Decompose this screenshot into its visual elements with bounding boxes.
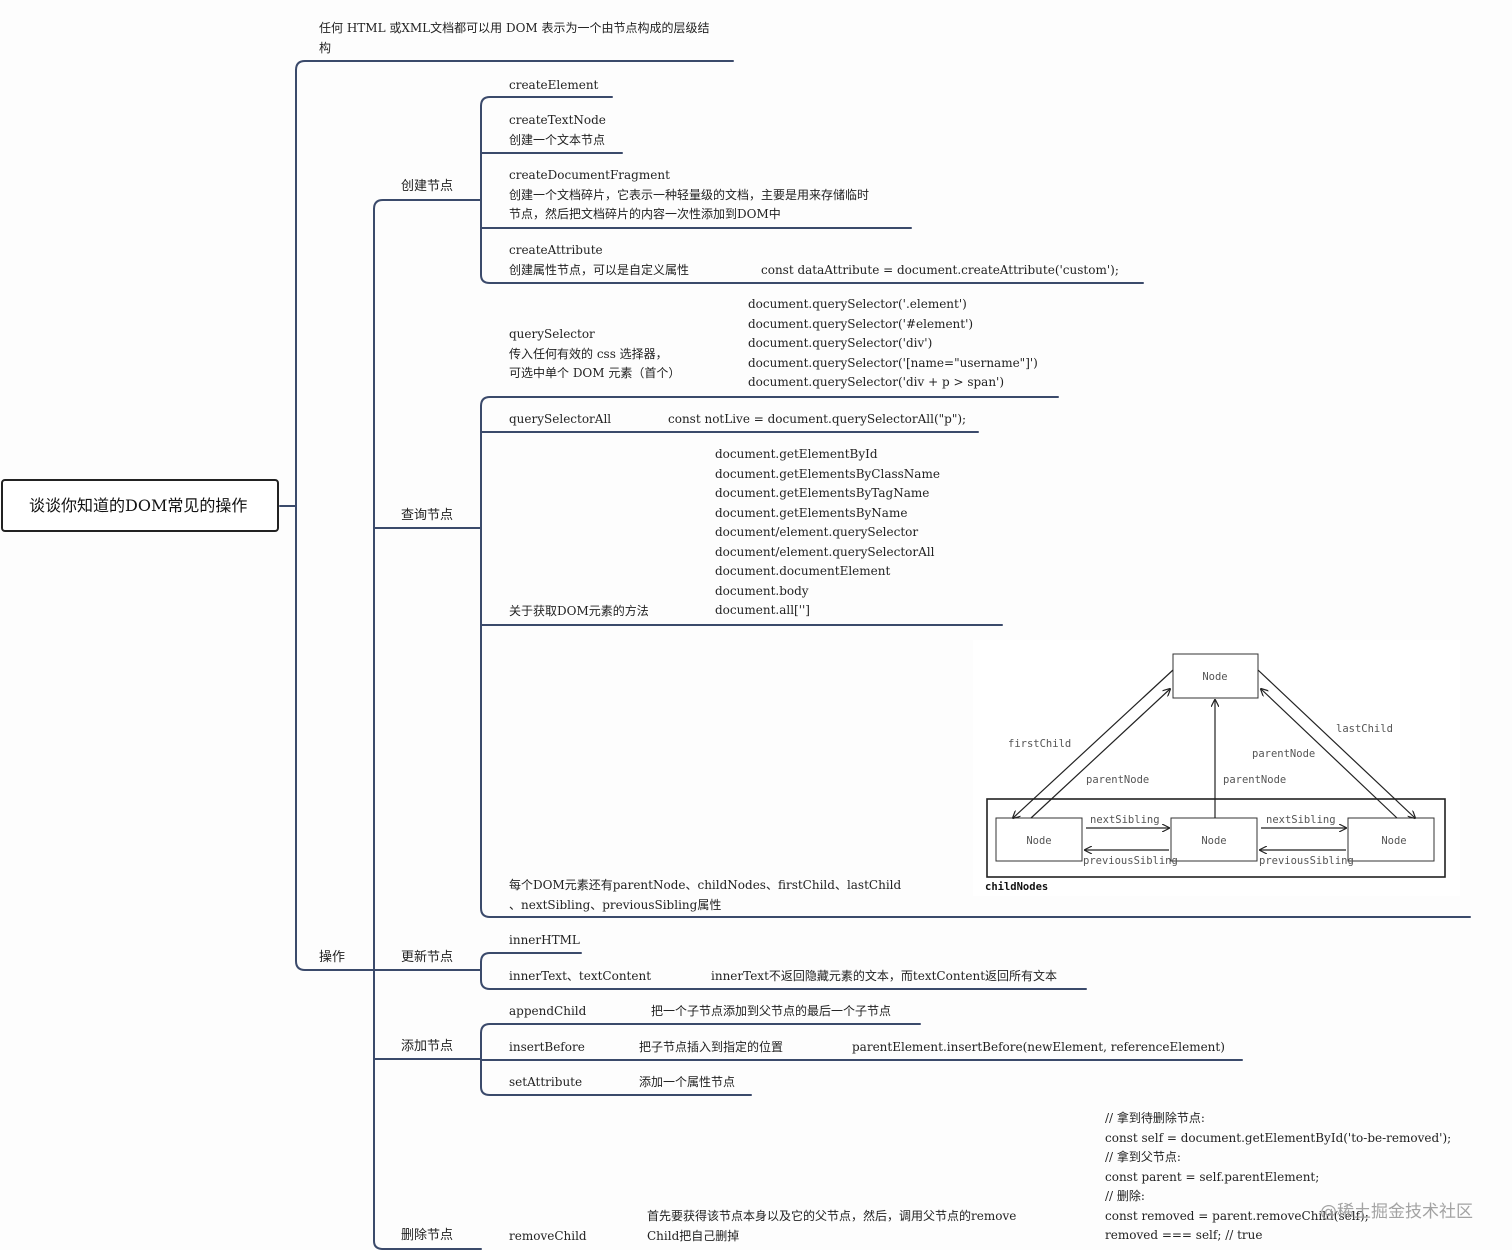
inner-html-item: innerHTML — [509, 933, 580, 947]
create-label: 创建节点 — [401, 179, 454, 194]
watermark: @稀土掘金技术社区 — [1320, 1202, 1473, 1222]
previous-sibling-label-2: previousSibling — [1259, 855, 1354, 867]
update-label: 更新节点 — [401, 950, 454, 965]
dom-methods-label: 关于获取DOM元素的方法 — [509, 604, 649, 618]
first-child-arrow — [1013, 669, 1174, 818]
node-label: Node — [1201, 835, 1226, 847]
create-attribute-item: createAttribute 创建属性节点，可以是自定义属性 — [509, 243, 690, 277]
node-label: Node — [1202, 671, 1227, 683]
create-element-item: createElement — [509, 78, 599, 92]
child-nodes-label: childNodes — [985, 881, 1048, 893]
dom-methods-list: document.getElementById document.getElem… — [715, 447, 940, 617]
ops-label: 操作 — [319, 950, 346, 965]
set-attribute-desc: 添加一个属性节点 — [639, 1075, 736, 1089]
node-label: Node — [1026, 835, 1051, 847]
set-attribute-item: setAttribute — [509, 1075, 583, 1089]
child-node-box-2 — [1170, 817, 1258, 862]
last-child-label: lastChild — [1336, 723, 1393, 735]
append-child-item: appendChild — [509, 1004, 587, 1018]
child-node-box-3 — [1347, 817, 1435, 862]
query-selector-all-code: const notLive = document.querySelectorAl… — [668, 412, 967, 426]
inner-text-item: innerText、textContent — [509, 969, 652, 983]
dom-relations-text: 每个DOM元素还有parentNode、childNodes、firstChil… — [509, 878, 902, 912]
parent-node-arrow-left — [1030, 689, 1170, 819]
intro-text: 任何 HTML 或XML文档都可以用 DOM 表示为一个由节点构成的层级结 构 — [319, 21, 710, 55]
next-sibling-label-1: nextSibling — [1090, 814, 1160, 826]
create-text-node-item: createTextNode 创建一个文本节点 — [509, 113, 606, 147]
query-selector-all-item: querySelectorAll — [509, 412, 612, 426]
last-child-arrow — [1257, 669, 1415, 818]
previous-sibling-label-1: previousSibling — [1083, 855, 1178, 867]
append-child-desc: 把一个子节点添加到父节点的最后一个子节点 — [651, 1004, 892, 1018]
inner-text-desc: innerText不返回隐藏元素的文本，而textContent返回所有文本 — [711, 969, 1058, 983]
query-label: 查询节点 — [401, 508, 454, 523]
node-relations-diagram: Node Node Node Node firstChild lastChild… — [985, 653, 1446, 893]
insert-before-desc: 把子节点插入到指定的位置 — [639, 1040, 784, 1054]
create-attribute-code: const dataAttribute = document.createAtt… — [761, 263, 1119, 277]
parent-node-box — [1172, 653, 1259, 699]
query-selector-item: querySelector 传入任何有效的 css 选择器， 可选中单个 DOM… — [509, 327, 681, 380]
insert-before-item: insertBefore — [509, 1040, 585, 1054]
create-document-fragment-item: createDocumentFragment 创建一个文档碎片，它表示一种轻量级… — [509, 168, 870, 221]
root-node: 谈谈你知道的DOM常见的操作 — [1, 479, 279, 532]
parent-node-label-middle: parentNode — [1223, 774, 1286, 786]
remove-child-desc: 首先要获得该节点本身以及它的父节点，然后，调用父节点的remove Child把… — [647, 1209, 1017, 1243]
insert-before-code: parentElement.insertBefore(newElement, r… — [852, 1040, 1225, 1054]
first-child-label: firstChild — [1008, 738, 1071, 750]
child-node-box-1 — [995, 817, 1083, 862]
next-sibling-label-2: nextSibling — [1266, 814, 1336, 826]
remove-label: 删除节点 — [401, 1228, 454, 1243]
node-label: Node — [1381, 835, 1406, 847]
add-label: 添加节点 — [401, 1039, 454, 1054]
parent-node-arrow-right — [1261, 689, 1398, 819]
root-title: 谈谈你知道的DOM常见的操作 — [29, 496, 248, 515]
query-selector-code: document.querySelector('.element') docum… — [748, 297, 1038, 389]
remove-child-code: // 拿到待删除节点: const self = document.getEle… — [1105, 1111, 1452, 1242]
remove-child-item: removeChild — [509, 1229, 587, 1243]
parent-node-label-left: parentNode — [1086, 774, 1149, 786]
connector-trunk-1 — [295, 60, 734, 71]
dom-relations-figure: Node Node Node Node firstChild lastChild… — [973, 640, 1460, 896]
parent-node-label-right: parentNode — [1252, 748, 1315, 760]
child-nodes-box — [986, 798, 1446, 878]
